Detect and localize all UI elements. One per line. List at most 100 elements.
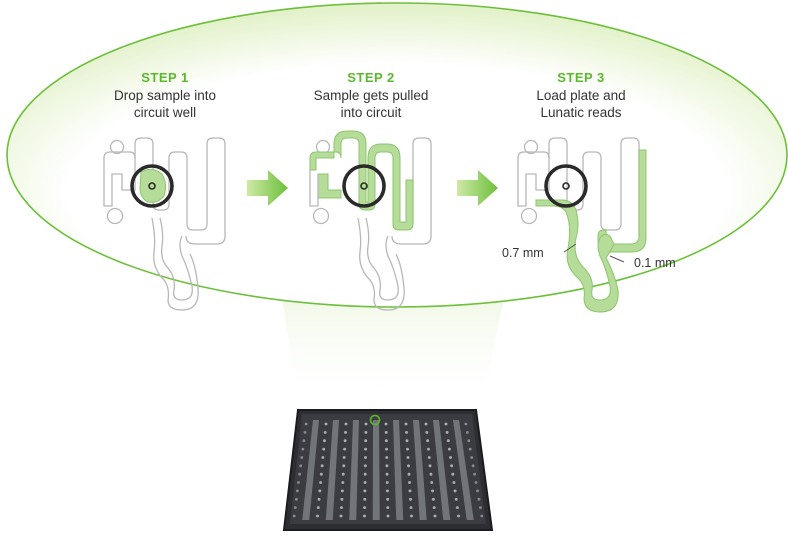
plate-well bbox=[304, 422, 308, 426]
plate-well bbox=[476, 489, 479, 493]
plate-well bbox=[364, 422, 368, 426]
plate-well bbox=[445, 431, 449, 434]
plate-well bbox=[405, 439, 409, 443]
step-2-label: STEP 2 Sample gets pulled into circuit bbox=[286, 70, 456, 121]
plate-well bbox=[455, 497, 458, 501]
plate-well bbox=[444, 422, 448, 426]
callout-large-channel: 0.7 mm bbox=[502, 246, 544, 260]
plate-well bbox=[320, 472, 323, 476]
plate-well bbox=[323, 439, 326, 443]
plate-well bbox=[428, 464, 432, 468]
plate-well bbox=[343, 439, 347, 443]
plate-image bbox=[282, 409, 494, 531]
step-3-title: STEP 3 bbox=[557, 70, 605, 85]
plate-well bbox=[426, 439, 430, 443]
plate-well bbox=[342, 464, 346, 468]
arrow-right-icon bbox=[247, 170, 288, 206]
plate-well bbox=[456, 506, 459, 509]
plate-well bbox=[342, 456, 346, 459]
plate-well bbox=[363, 489, 367, 493]
plate-well bbox=[386, 506, 390, 509]
plate-well bbox=[410, 514, 414, 518]
plate-well bbox=[407, 472, 411, 476]
step-3-desc-line2: Lunatic reads bbox=[540, 105, 622, 120]
plate-well bbox=[364, 439, 368, 443]
step-1-desc-line2: circuit well bbox=[133, 105, 197, 120]
leader-small bbox=[609, 255, 625, 263]
callout-small-channel: 0.1 mm bbox=[634, 256, 676, 270]
plate-well bbox=[425, 431, 429, 434]
plate-well bbox=[406, 456, 410, 459]
plate-well bbox=[447, 439, 450, 443]
plate-well bbox=[431, 489, 435, 493]
plate-well bbox=[363, 481, 367, 484]
plate-well bbox=[477, 497, 481, 501]
plate-well bbox=[467, 439, 471, 443]
plate-well bbox=[364, 447, 368, 451]
plate-well bbox=[363, 514, 367, 518]
plate-well bbox=[297, 481, 300, 484]
plate-lane bbox=[393, 420, 404, 520]
plate-well bbox=[428, 456, 431, 459]
plate-well bbox=[470, 456, 474, 459]
plate-well bbox=[473, 472, 476, 476]
plate-well bbox=[408, 481, 412, 484]
plate-well bbox=[408, 489, 412, 493]
plate-well bbox=[385, 447, 389, 451]
plate-well bbox=[364, 456, 367, 459]
plate-well bbox=[385, 456, 389, 459]
plate-well bbox=[340, 497, 344, 501]
plate-lane bbox=[453, 420, 474, 520]
plate-well bbox=[363, 506, 367, 509]
circuit-step-3 bbox=[517, 137, 647, 313]
plate-well bbox=[449, 456, 453, 459]
plate-well bbox=[363, 472, 367, 476]
plate-well bbox=[405, 431, 408, 434]
arrow-right-icon bbox=[457, 170, 498, 206]
plate-well bbox=[471, 464, 475, 468]
plate-well bbox=[450, 464, 454, 468]
step-1-label: STEP 1 Drop sample into circuit well bbox=[80, 70, 250, 121]
plate-well bbox=[364, 464, 367, 468]
step-2-title: STEP 2 bbox=[347, 70, 395, 85]
plate-well bbox=[320, 464, 324, 468]
plate-well bbox=[465, 431, 469, 434]
plate-well bbox=[341, 489, 344, 493]
plate-well bbox=[301, 447, 305, 451]
plate-well bbox=[363, 497, 367, 501]
plate-well bbox=[324, 422, 328, 426]
plate-well bbox=[323, 431, 327, 434]
plate-well bbox=[424, 422, 428, 426]
plate-well bbox=[409, 506, 413, 509]
plate-well bbox=[339, 514, 343, 518]
plate-well bbox=[427, 447, 430, 451]
plate-lane bbox=[372, 420, 380, 520]
plate-well bbox=[430, 481, 434, 484]
plate-well bbox=[451, 472, 455, 476]
step-1-desc-line1: Drop sample into bbox=[113, 88, 217, 103]
circuit-step-2 bbox=[309, 130, 432, 311]
plate-well bbox=[385, 439, 388, 443]
step-3-desc-line1: Load plate and bbox=[536, 88, 626, 103]
plate-well bbox=[429, 472, 433, 476]
plate-well bbox=[364, 431, 368, 434]
plate-well bbox=[317, 497, 321, 501]
plate-lane bbox=[325, 420, 339, 520]
plate-well bbox=[318, 489, 322, 493]
plate-well bbox=[452, 481, 456, 484]
plate-well bbox=[409, 497, 413, 501]
plate-well bbox=[302, 439, 306, 443]
plate-well bbox=[453, 489, 457, 493]
plate-well bbox=[457, 514, 461, 518]
plate-well bbox=[340, 506, 343, 509]
plate-well bbox=[321, 456, 325, 459]
plate-well bbox=[343, 447, 347, 451]
plate-well bbox=[342, 472, 345, 476]
step-2-desc-line1: Sample gets pulled bbox=[313, 88, 429, 103]
plate-lane bbox=[433, 420, 451, 520]
plate-well bbox=[386, 514, 390, 518]
plate-well bbox=[322, 447, 326, 451]
plate-well bbox=[384, 431, 388, 434]
